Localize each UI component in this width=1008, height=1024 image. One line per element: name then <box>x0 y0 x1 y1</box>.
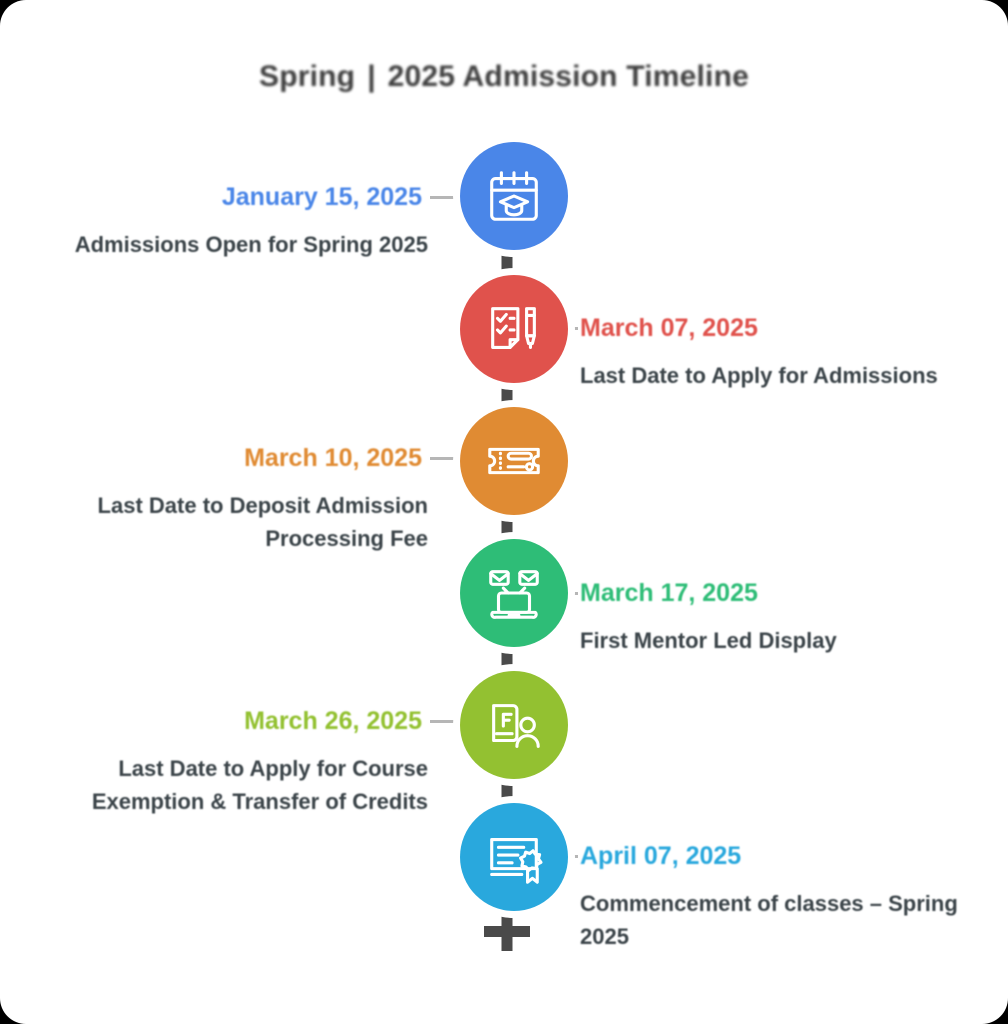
document-person-icon <box>483 694 545 756</box>
timeline-description-4: First Mentor Led Display <box>580 628 837 653</box>
page-title: Spring | 2025 Admission Timeline <box>0 58 1008 96</box>
timeline-entry-6: April 07, 2025 Commencement of classes –… <box>552 841 972 953</box>
timeline-node-3[interactable] <box>460 407 568 515</box>
timeline-entry-3: March 10, 2025 Last Date to Deposit Admi… <box>36 443 456 555</box>
timeline-connector-dash-3 <box>430 457 456 460</box>
timeline-entry-4: March 17, 2025 First Mentor Led Display <box>552 578 972 657</box>
timeline-description-3: Last Date to Deposit Admission Processin… <box>97 493 428 551</box>
timeline-date-3: March 10, 2025 <box>244 444 422 472</box>
timeline-description-2: Last Date to Apply for Admissions <box>580 363 938 388</box>
timeline-connector-dash-5 <box>430 720 456 723</box>
timeline-description-1: Admissions Open for Spring 2025 <box>74 232 428 257</box>
timeline-connector-dash-1 <box>430 196 456 199</box>
timeline-description-5: Last Date to Apply for Course Exemption … <box>91 756 428 814</box>
timeline-entry-2: March 07, 2025 Last Date to Apply for Ad… <box>552 313 972 392</box>
page-title-prefix: Spring <box>258 60 356 93</box>
page-title-main: 2025 Admission Timeline <box>387 60 750 93</box>
timeline-description-6: Commencement of classes – Spring 2025 <box>580 891 958 949</box>
calendar-graduation-icon <box>483 165 545 227</box>
timeline-node-1[interactable] <box>460 142 568 250</box>
timeline-node-4[interactable] <box>460 539 568 647</box>
timeline-spine-end-marker <box>484 926 530 937</box>
timeline-node-2[interactable] <box>460 275 568 383</box>
timeline-date-1: January 15, 2025 <box>221 183 422 211</box>
ticket-voucher-icon <box>483 430 545 492</box>
timeline-date-5: March 26, 2025 <box>244 707 422 735</box>
checklist-pen-icon <box>483 298 545 360</box>
certificate-seal-icon <box>483 826 545 888</box>
timeline-node-6[interactable] <box>460 803 568 911</box>
page-title-separator: | <box>367 59 376 93</box>
timeline-date-6: April 07, 2025 <box>580 842 742 870</box>
timeline-date-2: March 07, 2025 <box>580 314 758 342</box>
timeline-entry-5: March 26, 2025 Last Date to Apply for Co… <box>36 706 456 818</box>
laptop-mail-icon <box>483 562 545 624</box>
timeline-date-4: March 17, 2025 <box>580 579 758 607</box>
timeline-entry-1: January 15, 2025 Admissions Open for Spr… <box>36 182 456 261</box>
timeline-node-5[interactable] <box>460 671 568 779</box>
